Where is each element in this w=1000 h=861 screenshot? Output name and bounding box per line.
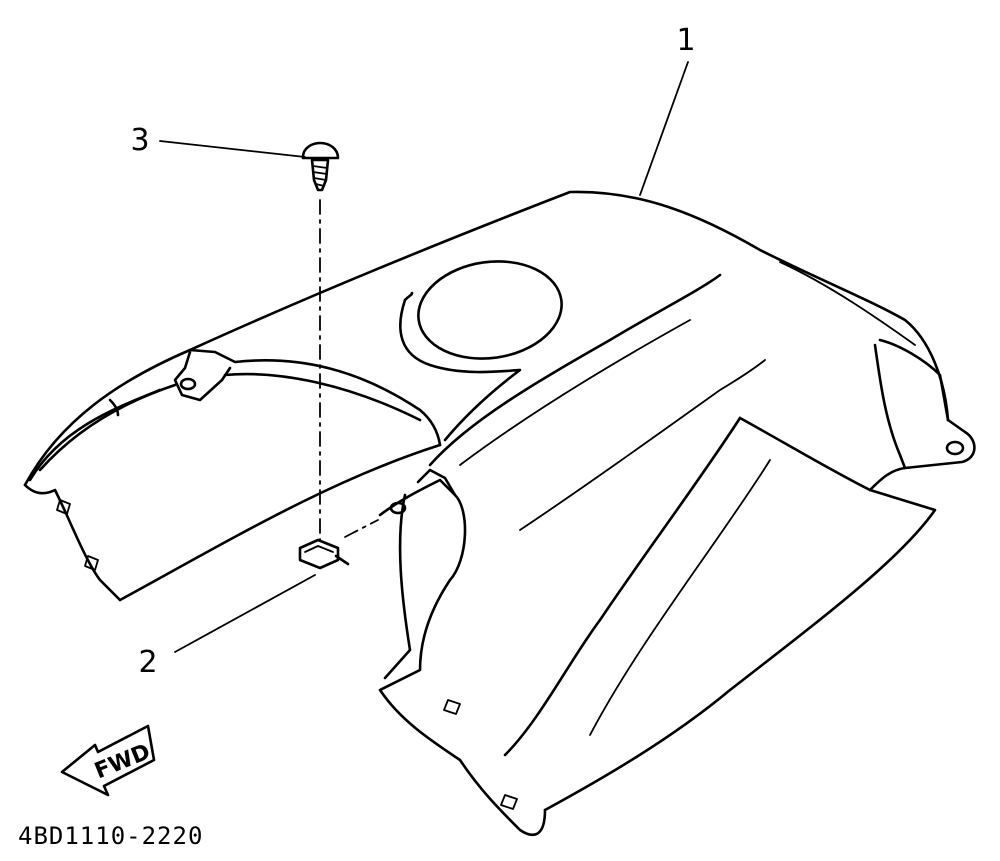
- assembly-axis-extension: [344, 519, 379, 538]
- callout-2: 2: [138, 645, 157, 680]
- part-number: 4BD1110-2220: [18, 822, 203, 850]
- tank-cover-part: [23, 190, 976, 836]
- clip-nut-part: [298, 538, 350, 570]
- forward-direction-arrow: FWD: [60, 724, 156, 797]
- callout-1: 1: [676, 23, 695, 58]
- callout-3: 3: [130, 123, 149, 158]
- leader-line-3: [159, 140, 306, 158]
- leader-line-2: [174, 574, 316, 653]
- screw-part: [301, 141, 340, 192]
- leader-line-1: [639, 61, 689, 196]
